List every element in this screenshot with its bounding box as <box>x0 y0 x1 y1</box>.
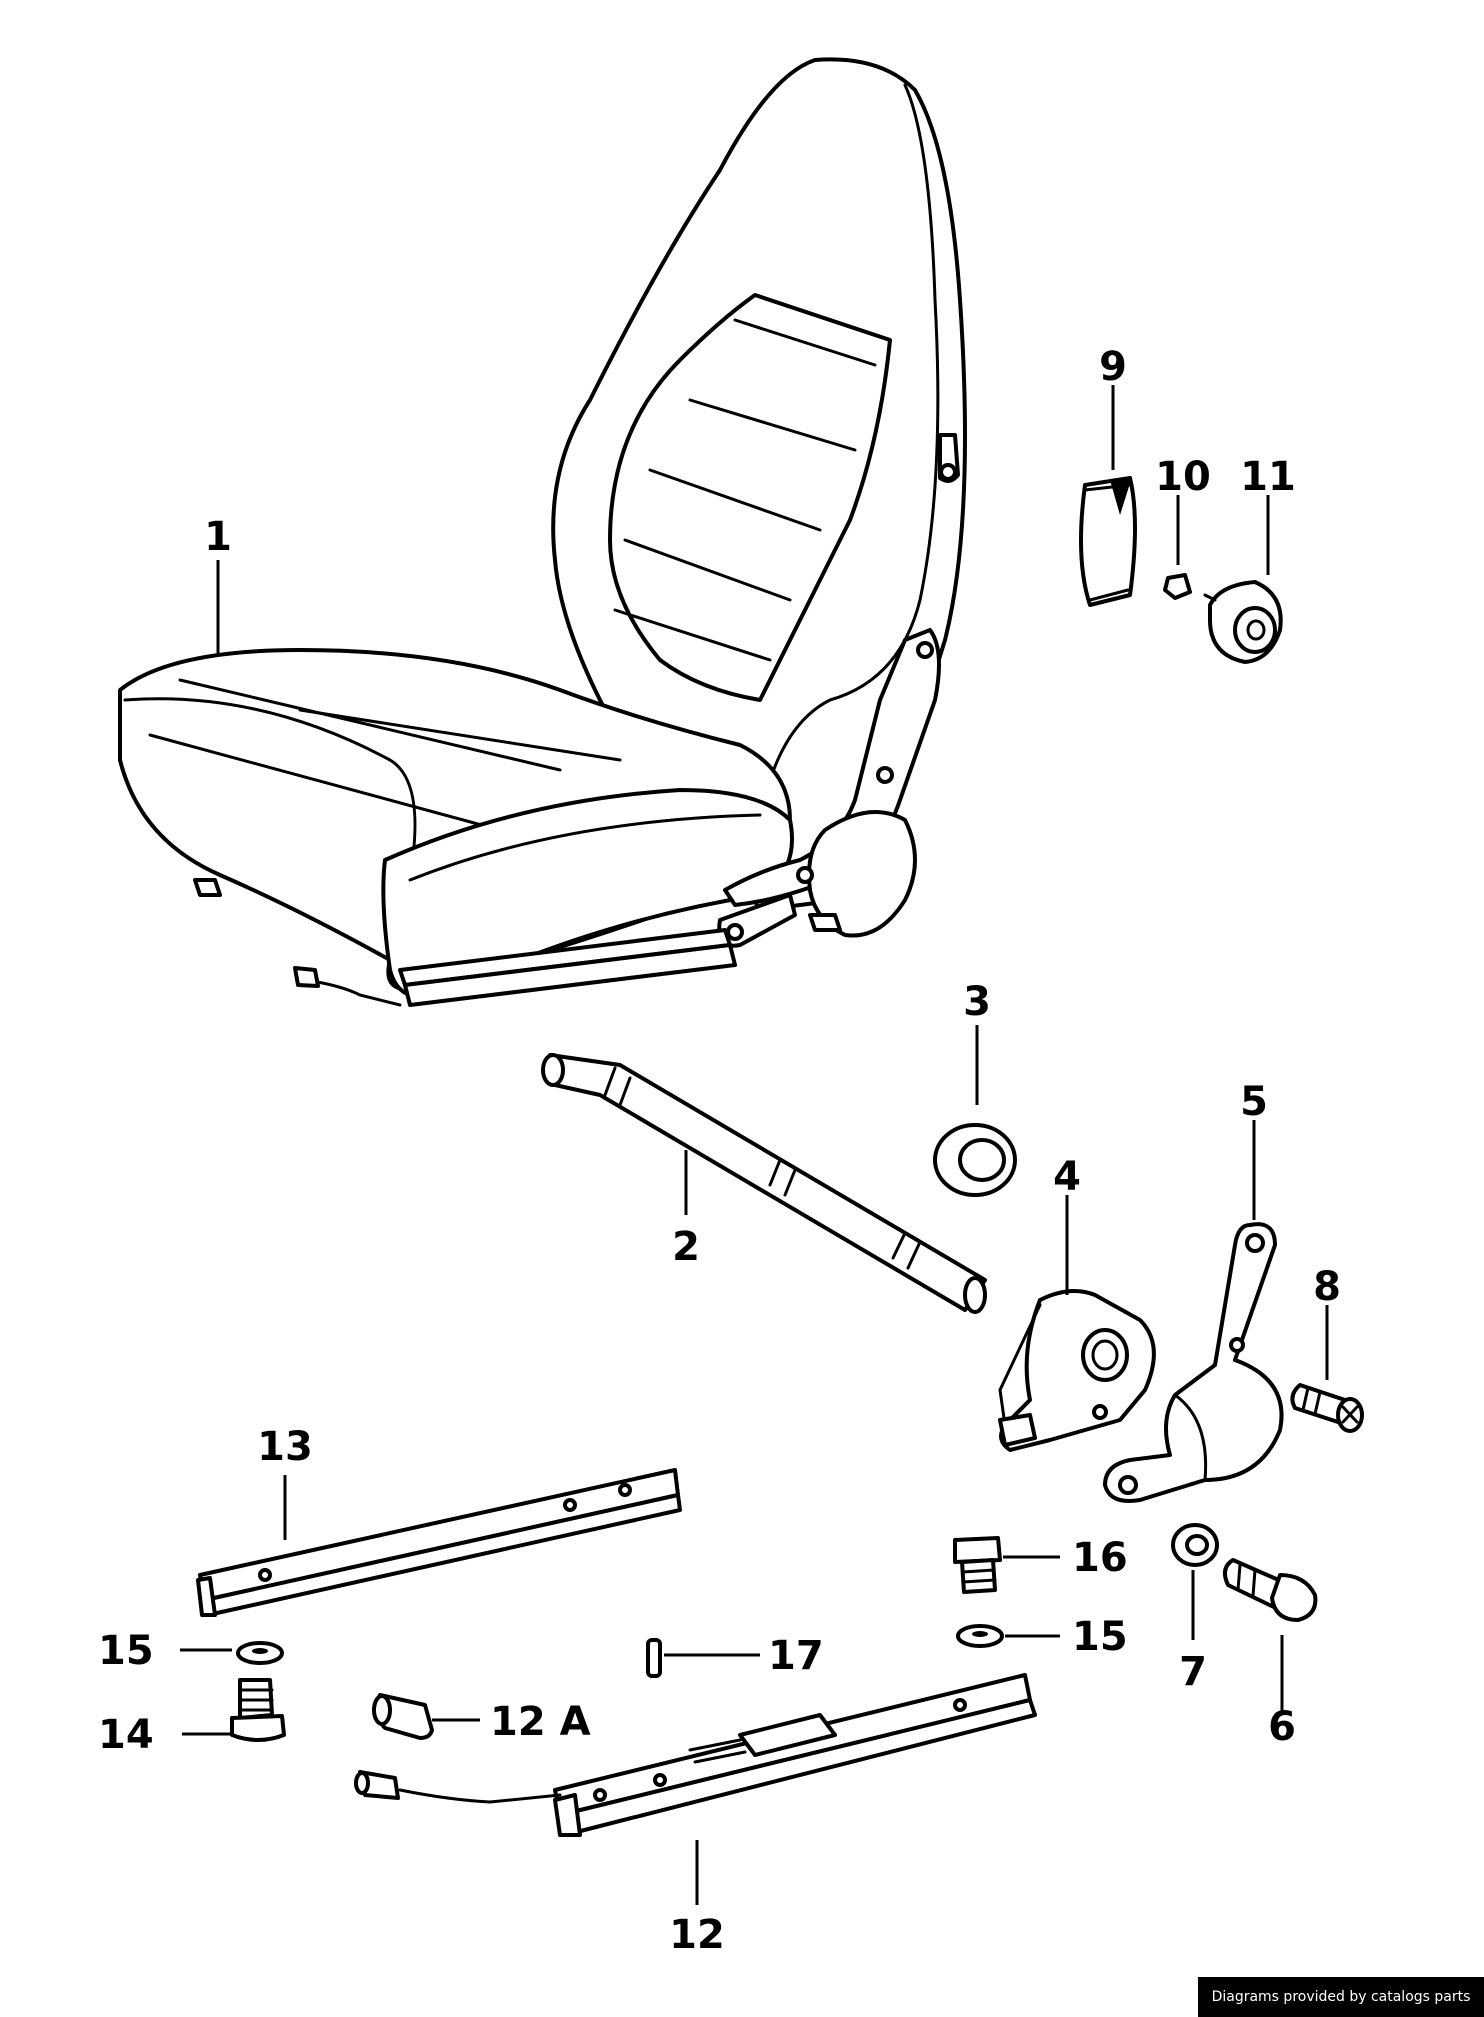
hex-bolt-part-16[interactable] <box>953 1536 1002 1594</box>
callout-1: 1 <box>204 514 232 560</box>
callout-7: 7 <box>1179 1649 1207 1695</box>
callout-15-right: 15 <box>1072 1614 1128 1660</box>
callout-14: 14 <box>98 1712 154 1758</box>
callout-12a: 12 A <box>490 1699 591 1745</box>
knob-part-11[interactable] <box>1203 580 1283 664</box>
bushing-part-3[interactable] <box>933 1123 1017 1197</box>
callout-9: 9 <box>1099 344 1127 390</box>
upper-rail-part-13[interactable] <box>196 1468 682 1617</box>
callout-4: 4 <box>1053 1154 1081 1200</box>
seat-assembly-part-1[interactable] <box>118 57 967 1007</box>
clip-part-10[interactable] <box>1163 573 1192 600</box>
callout-6: 6 <box>1268 1704 1296 1750</box>
recliner-arm-part-5[interactable] <box>1103 1222 1284 1503</box>
credit-banner: Diagrams provided by catalogs parts <box>1198 1977 1484 2017</box>
screw-part-8[interactable] <box>1290 1383 1364 1433</box>
callout-15-left: 15 <box>98 1628 154 1674</box>
pin-part-17[interactable] <box>646 1638 662 1678</box>
callout-17: 17 <box>768 1633 824 1679</box>
callout-16: 16 <box>1072 1535 1128 1581</box>
callout-2: 2 <box>672 1224 700 1270</box>
seat-rail-part-12[interactable] <box>354 1673 1037 1837</box>
callout-10: 10 <box>1155 454 1211 500</box>
callout-labels: 1 2 3 4 5 6 7 8 9 10 11 12 12 A 13 14 15… <box>98 344 1341 1958</box>
shoulder-bolt-part-6[interactable] <box>1222 1558 1318 1622</box>
handle-knob-part-12a[interactable] <box>372 1693 434 1740</box>
bracket-part-4[interactable] <box>998 1289 1156 1452</box>
lock-washer-part-15-left[interactable] <box>236 1641 284 1665</box>
cover-part-9[interactable] <box>1079 476 1137 607</box>
lock-washer-part-15-right[interactable] <box>956 1624 1004 1648</box>
washer-part-7[interactable] <box>1171 1523 1219 1567</box>
torsion-shaft-part-2[interactable] <box>541 1053 987 1314</box>
callout-13: 13 <box>257 1424 313 1470</box>
callout-11: 11 <box>1240 454 1296 500</box>
callout-3: 3 <box>963 979 991 1025</box>
callout-8: 8 <box>1313 1264 1341 1310</box>
bolt-part-14[interactable] <box>230 1678 286 1742</box>
leader-lines <box>180 385 1329 1905</box>
callout-12: 12 <box>669 1912 725 1958</box>
callout-5: 5 <box>1240 1079 1268 1125</box>
